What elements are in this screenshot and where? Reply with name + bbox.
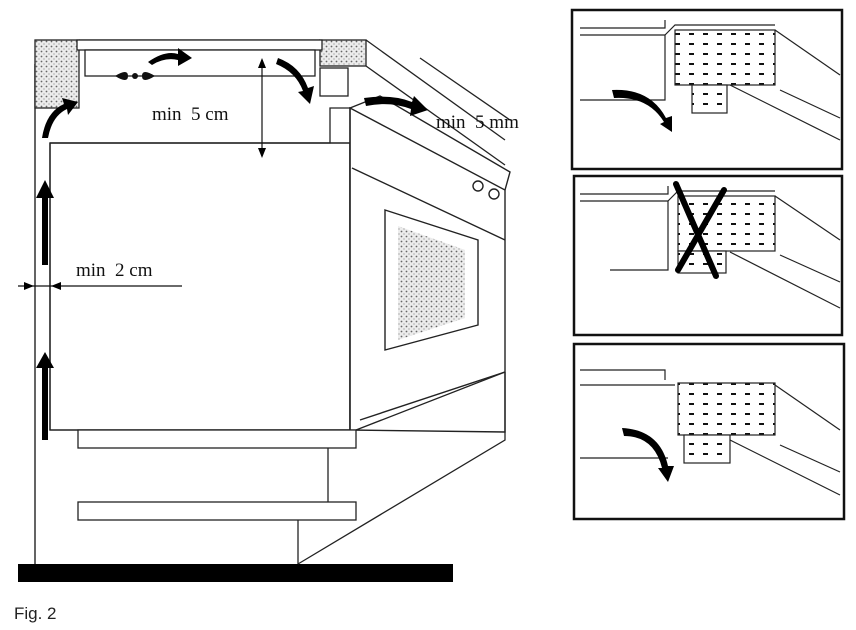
fan-icon — [115, 72, 155, 80]
floor — [18, 564, 453, 582]
rear-gap-label: min 5 mm — [436, 112, 519, 133]
top-gap-label: min 5 cm — [152, 104, 229, 125]
side-gap-label: min 2 cm — [76, 260, 153, 281]
detail-panel-correct-1 — [570, 8, 844, 171]
dimension-lines — [18, 58, 266, 290]
oven — [49, 95, 511, 433]
airflow-arrows — [36, 48, 428, 440]
cross-icon — [673, 181, 727, 279]
plinth — [77, 371, 506, 565]
detail-panel-correct-2 — [572, 342, 846, 521]
hob — [76, 39, 349, 97]
detail-panel-wrong — [572, 174, 844, 337]
figure-caption: Fig. 2 — [14, 604, 57, 623]
